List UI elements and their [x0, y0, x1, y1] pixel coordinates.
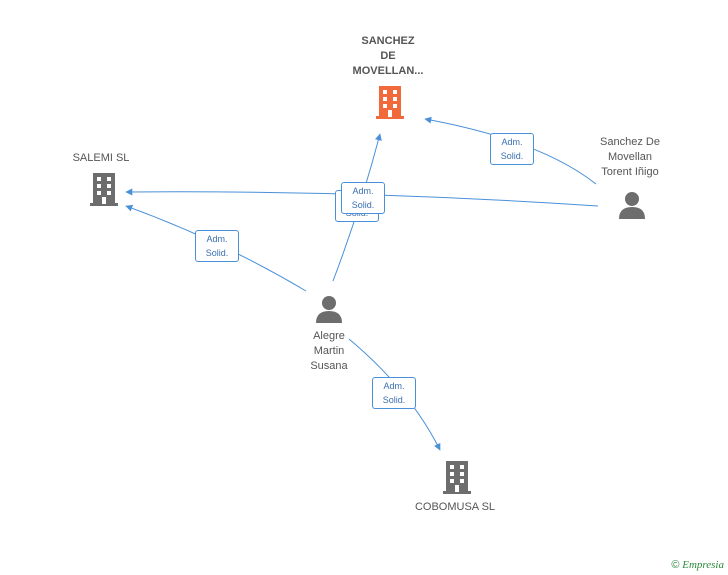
- edge-label-line: Adm.: [206, 234, 228, 244]
- edge-label-line: Adm.: [352, 186, 374, 196]
- copyright-icon: ©: [671, 559, 680, 571]
- edge-label-line: Solid.: [500, 151, 524, 161]
- building-icon[interactable]: [374, 84, 406, 120]
- node-label-sanchez-company: SANCHEZ DE MOVELLAN...: [340, 34, 436, 79]
- brand-logo: Empresia: [682, 559, 724, 571]
- label-line: Martin: [313, 345, 345, 357]
- label-line: DE: [380, 50, 396, 62]
- label-line: Movellan: [607, 151, 653, 163]
- edge-label-adm-solid: Adm. Solid.: [195, 230, 239, 262]
- node-label-salemi: SALEMI SL: [72, 152, 130, 164]
- edge-label-line: Solid.: [205, 248, 229, 258]
- node-label-cobomusa: COBOMUSA SL: [414, 501, 496, 513]
- edge-label-adm-solid: Adm. Solid.: [490, 133, 534, 165]
- node-label-alegre: Alegre Martin Susana: [289, 329, 369, 374]
- building-icon[interactable]: [88, 171, 120, 207]
- label-line: Alegre: [313, 330, 345, 342]
- person-icon[interactable]: [617, 190, 647, 220]
- edge-label-line: Solid.: [351, 200, 375, 210]
- building-icon[interactable]: [441, 459, 473, 495]
- label-line: Susana: [310, 360, 348, 372]
- edge-label-line: Adm.: [383, 381, 405, 391]
- label-line: SANCHEZ: [361, 35, 415, 47]
- edge-label-adm-solid: Adm. Solid.: [341, 182, 385, 214]
- edge-label-adm-solid: Adm. Solid.: [372, 377, 416, 409]
- empresia-watermark: © Empresia: [671, 559, 724, 571]
- person-icon[interactable]: [314, 294, 344, 324]
- label-line: Sanchez De: [600, 136, 660, 148]
- edge-label-line: Solid.: [382, 395, 406, 405]
- edge-label-line: Adm.: [501, 137, 523, 147]
- label-line: MOVELLAN...: [352, 65, 424, 77]
- label-line: Torent Iñigo: [601, 166, 659, 178]
- node-label-sanchez-person: Sanchez De Movellan Torent Iñigo: [584, 135, 676, 180]
